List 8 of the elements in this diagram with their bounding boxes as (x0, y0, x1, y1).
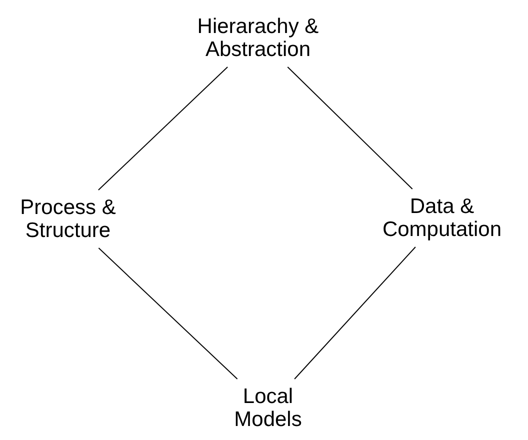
connector-line (287, 66, 413, 190)
connector-line (98, 66, 228, 190)
node-label: Local Models (214, 379, 322, 437)
node-label: Data & Computation (358, 189, 526, 247)
connector-line (98, 248, 238, 380)
node-label: Hierarachy & Abstraction (179, 9, 337, 67)
connector-line (294, 246, 416, 380)
node-label: Process & Structure (0, 190, 137, 248)
